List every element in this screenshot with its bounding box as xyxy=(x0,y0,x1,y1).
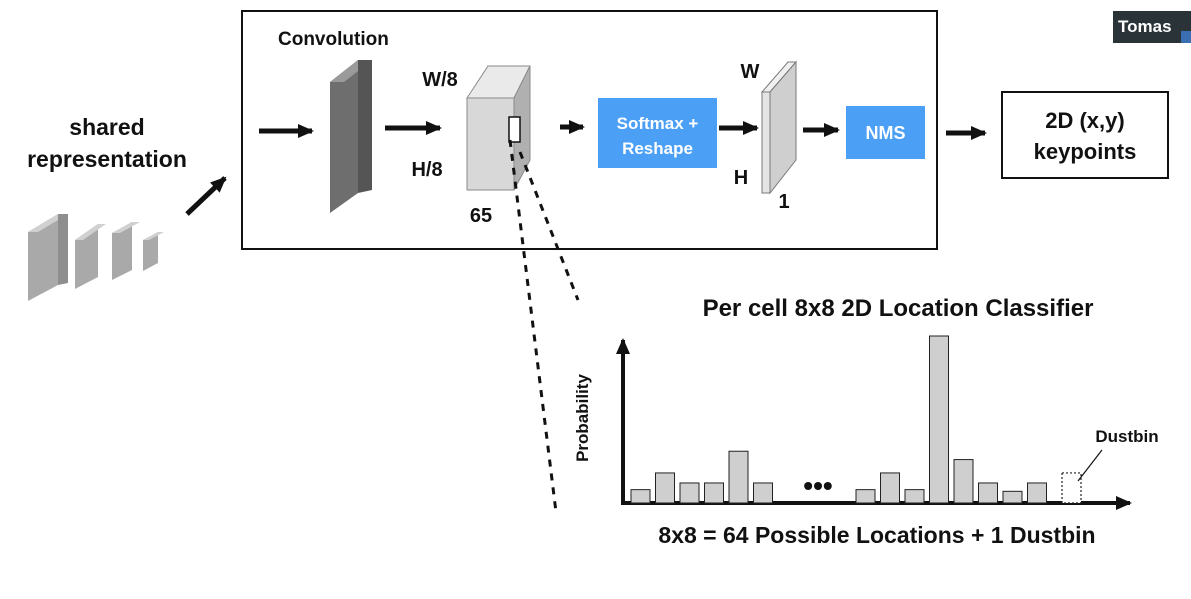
bar-right-4 xyxy=(929,335,949,504)
tensor-height-label: H/8 xyxy=(411,159,442,181)
heatmap-depth-label: 1 xyxy=(778,191,789,213)
bar-left-3 xyxy=(679,482,700,504)
dustbin-label: Dustbin xyxy=(1095,427,1158,446)
location-classifier-chart: Per cell 8x8 2D Location Classifier Prob… xyxy=(573,295,1159,548)
arrow-input-to-encoder xyxy=(185,176,227,216)
encoder-title: Convolution xyxy=(278,29,389,50)
bar-dustbin xyxy=(1061,472,1082,504)
bar-left-1 xyxy=(630,489,651,504)
zoom-line-left xyxy=(508,139,558,513)
softmax-label-line2: Reshape xyxy=(622,139,693,158)
bar-right-3 xyxy=(904,489,925,504)
bar-right-2 xyxy=(880,472,900,504)
softmax-label-line1: Softmax + xyxy=(617,114,699,133)
bar-right-5 xyxy=(953,459,974,504)
chart-y-axis-label: Probability xyxy=(573,374,592,462)
conv-slab-icon xyxy=(330,60,372,213)
input-label-line2: representation xyxy=(27,146,187,172)
user-name-chip: Tomas xyxy=(1113,11,1191,43)
bar-left-2 xyxy=(655,472,675,504)
bar-left-4 xyxy=(704,482,724,504)
chart-x-axis-label: 8x8 = 64 Possible Locations + 1 Dustbin xyxy=(658,522,1095,548)
bar-left-6 xyxy=(753,482,773,504)
heatmap-slab-icon xyxy=(760,60,798,195)
feature-pyramid-icon xyxy=(28,214,164,301)
tensor-width-label: W/8 xyxy=(422,69,458,91)
heatmap-width-label: W xyxy=(741,61,760,83)
zoom-line-right xyxy=(518,151,580,301)
bar-right-6 xyxy=(978,482,998,504)
bar-left-5 xyxy=(728,450,749,504)
chart-bars xyxy=(630,335,1082,504)
user-name: Tomas xyxy=(1118,17,1172,36)
dustbin-callout-line xyxy=(1077,449,1103,482)
input-label-line1: shared xyxy=(69,114,144,140)
tensor-cell-highlight xyxy=(508,116,521,143)
output-box xyxy=(1001,91,1169,179)
bar-right-7 xyxy=(1002,490,1023,504)
tensor-depth-label: 65 xyxy=(470,205,492,227)
softmax-reshape-block: Softmax + Reshape xyxy=(598,98,717,168)
nms-label: NMS xyxy=(866,123,906,143)
chart-ellipsis: ••• xyxy=(803,470,832,501)
heatmap-height-label: H xyxy=(734,167,748,189)
feature-tensor-icon xyxy=(466,65,531,191)
chart-title: Per cell 8x8 2D Location Classifier xyxy=(703,295,1094,322)
nms-block: NMS xyxy=(846,106,925,159)
bar-right-8 xyxy=(1027,482,1047,504)
output-label-line2: keypoints xyxy=(1034,139,1137,164)
encoder-box xyxy=(241,10,938,250)
output-label-line1: 2D (x,y) xyxy=(1045,108,1124,133)
bar-right-1 xyxy=(855,489,876,504)
